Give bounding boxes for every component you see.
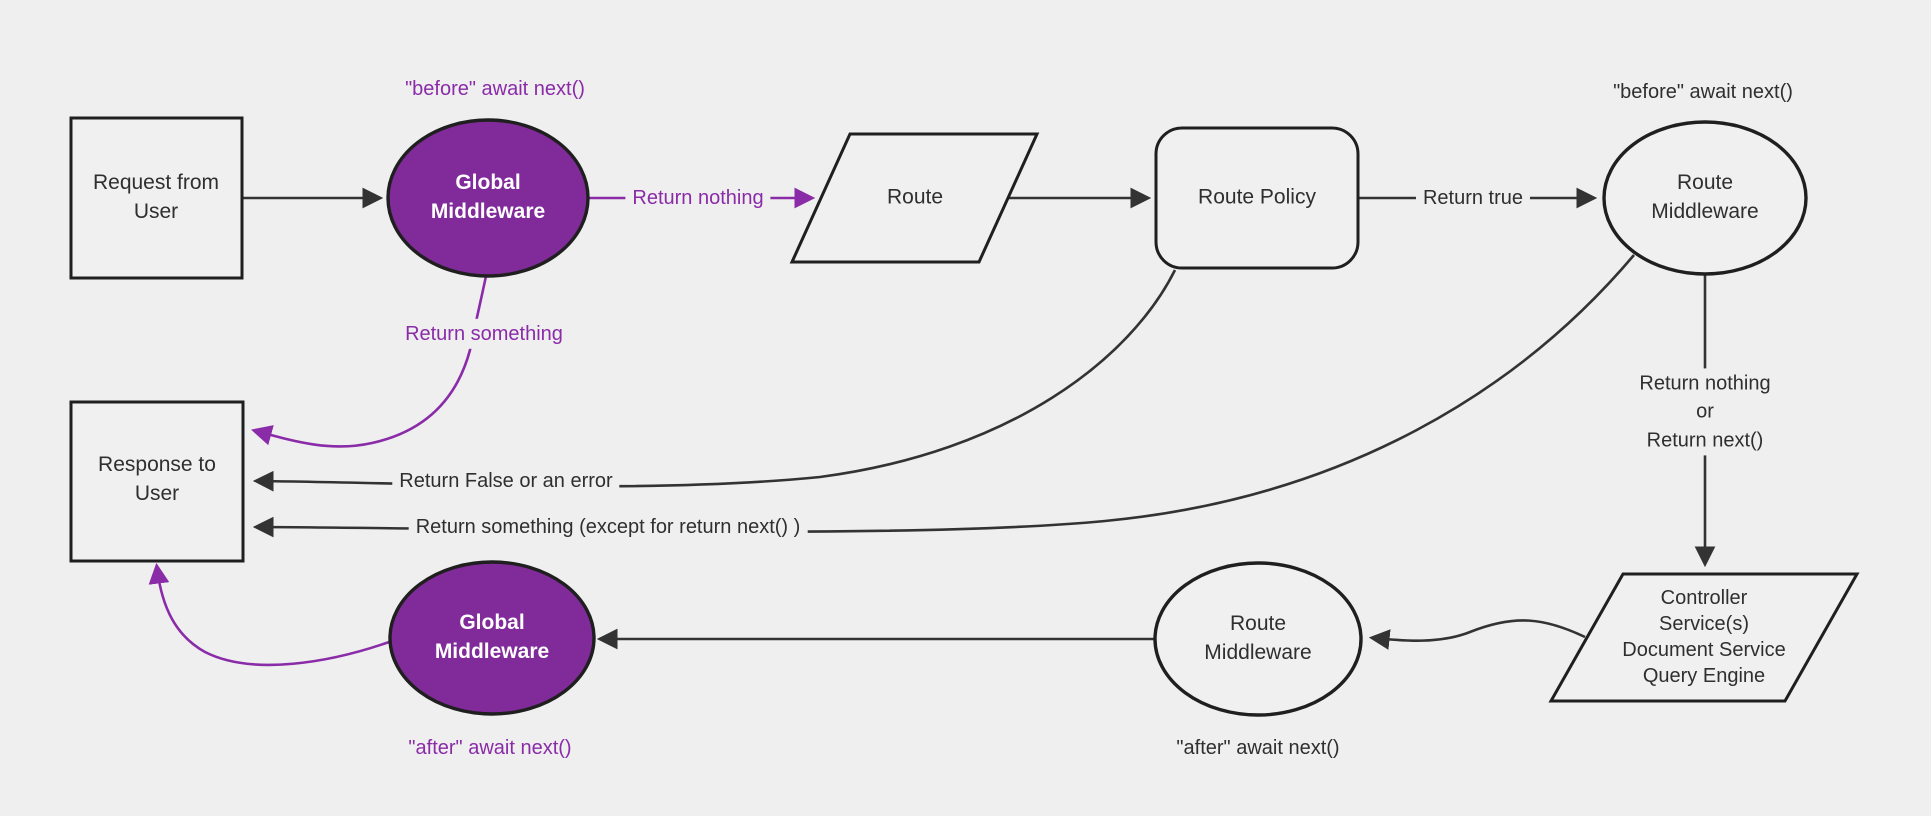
before-await-next-route-label: "before" await next()	[1613, 80, 1793, 103]
edge-route-policy-return-false-to-response	[252, 269, 1177, 492]
global-middleware-top-node	[386, 118, 590, 278]
route-policy-node	[1154, 126, 1360, 270]
route-middleware-top-node	[1602, 120, 1808, 276]
return-nothing-or-return-next-label: Return nothing or Return next()	[1632, 368, 1778, 456]
return-something-label: Return something	[398, 318, 570, 350]
route-node	[789, 132, 1040, 264]
return-nothing-label: Return nothing	[625, 182, 771, 214]
after-await-next-global-label: "after" await next()	[408, 736, 572, 759]
edge-global-middleware-return-something-to-response	[250, 275, 488, 448]
return-something-except-label: Return something (except for return next…	[408, 511, 808, 543]
request-from-user-node	[69, 116, 244, 280]
after-await-next-route-label: "after" await next()	[1176, 736, 1340, 759]
edge-global-middleware-bottom-to-response	[148, 562, 393, 667]
controller-services-node	[1548, 572, 1860, 703]
route-middleware-bottom-node	[1153, 561, 1363, 717]
response-to-user-node	[69, 400, 245, 563]
before-await-next-global-label: "before" await next()	[405, 77, 585, 100]
edge-controller-to-route-middleware-bottom	[1368, 619, 1586, 650]
return-true-label: Return true	[1415, 182, 1531, 214]
return-false-or-error-label: Return False or an error	[392, 465, 620, 497]
global-middleware-bottom-node	[388, 560, 596, 716]
